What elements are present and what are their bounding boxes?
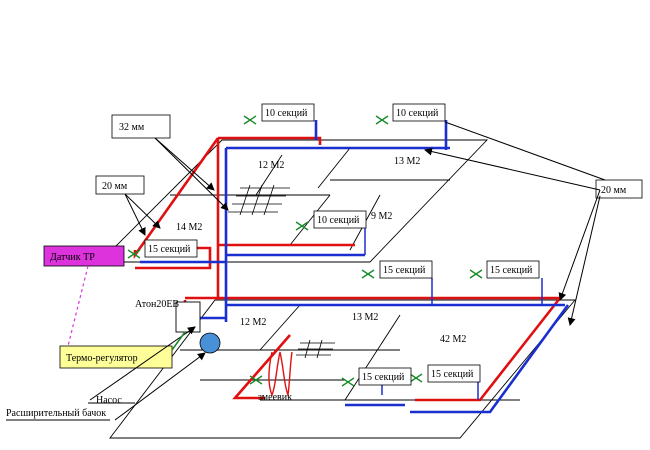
- svg-text:32 мм: 32 мм: [119, 122, 145, 133]
- boiler-label: Атон20ЕВ: [135, 299, 179, 310]
- svg-text:10 секций: 10 секций: [265, 108, 308, 119]
- tank-label: Расширительный бачок: [6, 408, 106, 419]
- staircase-upper: [228, 184, 290, 216]
- room-upper-12: 12 М2: [258, 160, 284, 171]
- svg-text:10 секций: 10 секций: [317, 215, 360, 226]
- room-lower-12: 12 М2: [240, 317, 266, 328]
- svg-text:10 секций: 10 секций: [396, 108, 439, 119]
- radiator-r6: 15 секций: [486, 260, 540, 279]
- valve-icon: [361, 269, 375, 279]
- radiator-r1: 10 секций: [261, 103, 315, 122]
- sensor-label: Датчик ТР: [43, 245, 125, 267]
- radiator-r8: 15 секций: [427, 364, 481, 383]
- valve-icon: [341, 377, 355, 387]
- valve-icon: [409, 373, 423, 383]
- svg-text:20 мм: 20 мм: [102, 181, 128, 192]
- svg-text:15 секций: 15 секций: [383, 265, 426, 276]
- pump-label: Насос: [96, 395, 122, 406]
- radiator-r7: 15 секций: [358, 367, 412, 386]
- pump-icon: [199, 332, 221, 354]
- radiator-r4: 15 секций: [144, 239, 198, 258]
- svg-text:15 секций: 15 секций: [490, 265, 533, 276]
- label-pipe-32: 32 мм: [111, 114, 171, 139]
- svg-text:Датчик ТР: Датчик ТР: [50, 252, 95, 263]
- svg-text:15 секций: 15 секций: [362, 372, 405, 383]
- coil-label: змеевик: [258, 392, 292, 403]
- thermostat-label: Термо-регулятор: [59, 345, 173, 369]
- valve-icon: [249, 375, 263, 385]
- svg-text:15 секций: 15 секций: [431, 369, 474, 380]
- label-pipe-20-right: 20 мм: [595, 179, 643, 199]
- radiator-r3: 10 секций: [313, 210, 367, 229]
- staircase-lower: [296, 339, 335, 359]
- valve-icon: [127, 249, 141, 259]
- svg-text:Термо-регулятор: Термо-регулятор: [66, 353, 138, 364]
- room-upper-14: 14 М2: [176, 222, 202, 233]
- room-upper-9: 9 М2: [371, 211, 392, 222]
- leader-arrows: [6, 121, 606, 421]
- svg-text:20 мм: 20 мм: [601, 185, 627, 196]
- boiler-unit: [175, 301, 201, 333]
- return-pipes: [140, 120, 570, 414]
- room-upper-13: 13 М2: [394, 156, 420, 167]
- svg-text:15 секций: 15 секций: [148, 244, 191, 255]
- radiator-r5: 15 секций: [379, 260, 433, 279]
- coil-loops: [268, 351, 293, 398]
- valve-icon: [243, 115, 257, 125]
- valve-icon: [375, 115, 389, 125]
- upper-floor-outline: [98, 139, 489, 263]
- room-lower-13: 13 М2: [352, 312, 378, 323]
- valve-icon: [295, 221, 309, 231]
- label-pipe-20-left: 20 мм: [95, 175, 145, 195]
- radiator-r2: 10 секций: [392, 103, 446, 122]
- valve-icon: [469, 269, 483, 279]
- valves: [127, 115, 483, 387]
- room-lower-42: 42 М2: [440, 334, 466, 345]
- sensor-wire: [67, 265, 89, 347]
